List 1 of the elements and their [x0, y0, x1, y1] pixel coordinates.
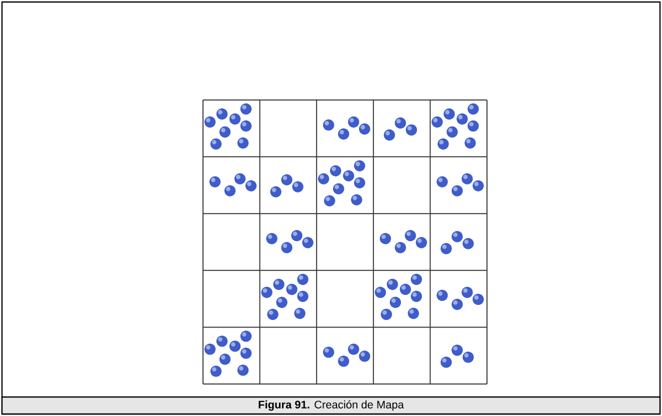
- caption-bar: Figura 91. Creación de Mapa: [1, 396, 661, 415]
